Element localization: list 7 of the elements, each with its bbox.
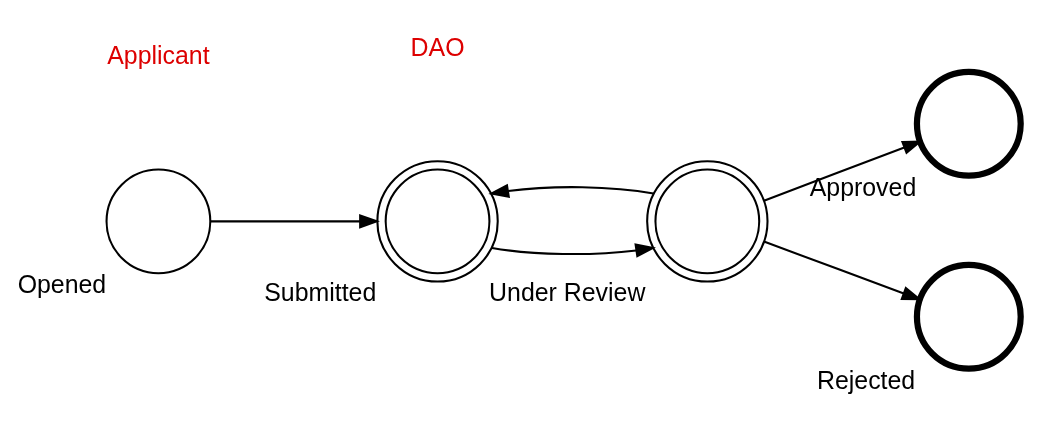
label: DAO (410, 32, 465, 61)
node-label: Submitted (263, 278, 376, 307)
node-label: Rejected (816, 365, 915, 394)
node-label: Opened (17, 270, 106, 299)
label: Applicant (106, 40, 210, 69)
node-label: Under Review (488, 278, 645, 307)
node-label: Approved (809, 172, 916, 201)
